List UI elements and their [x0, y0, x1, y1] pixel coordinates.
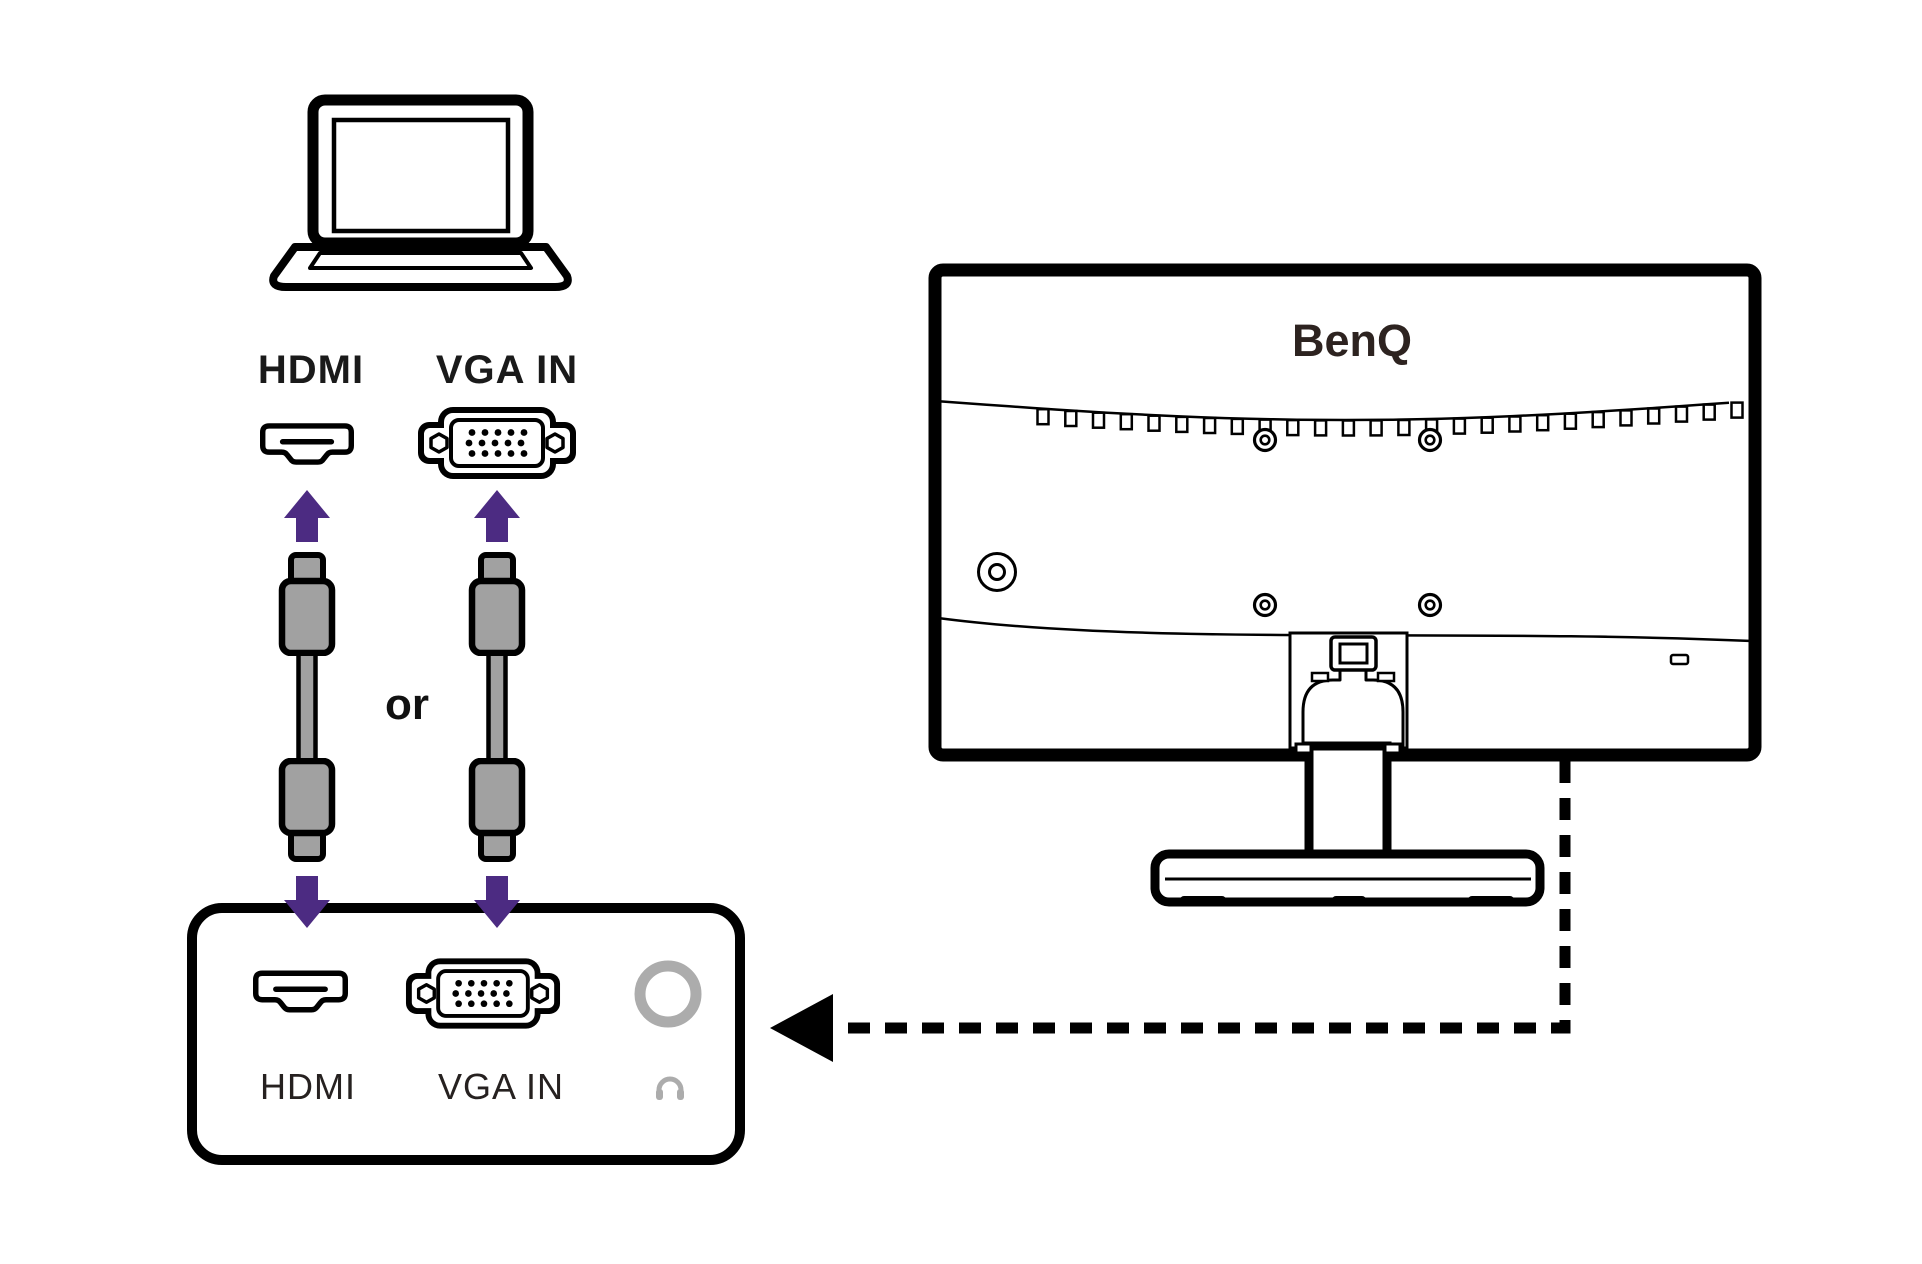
stand-icon: [1150, 741, 1545, 907]
source-vga-label: VGA IN: [436, 348, 578, 392]
arrow-up-icon: [474, 490, 520, 542]
stand-mount: [1288, 631, 1409, 750]
panel-vga-port-icon: [405, 957, 561, 1030]
vesa-screws: [1252, 427, 1443, 618]
port-panel: HDMI VGA IN: [187, 903, 745, 1165]
panel-hdmi-label: HDMI: [260, 1066, 356, 1107]
screw-icon: [1252, 592, 1278, 618]
headphone-jack-icon: [634, 960, 702, 1028]
source-hdmi-label: HDMI: [258, 348, 364, 392]
screw-icon: [1417, 427, 1443, 453]
vent-slots-icon: [1036, 401, 1744, 437]
kensington-slot-icon: [977, 552, 1017, 592]
panel-vga-label: VGA IN: [438, 1066, 564, 1107]
arrow-down-icon: [284, 876, 330, 928]
screw-icon: [1417, 592, 1443, 618]
hdmi-connector-icon: [263, 426, 352, 462]
brand-logo: BenQ: [1292, 315, 1412, 366]
hdmi-cable-icon: [282, 555, 332, 859]
dashed-callout-arrow-icon: [770, 648, 1571, 1062]
callout-arrowhead: [770, 994, 833, 1062]
laptop-icon: [269, 94, 572, 291]
vga-connector-icon: [417, 406, 577, 480]
arrow-down-icon: [474, 876, 520, 928]
vga-cable-icon: [472, 555, 522, 859]
monitor-rear: BenQ: [928, 263, 1762, 762]
underside-port-slot: [1669, 653, 1690, 666]
or-label: or: [385, 680, 429, 729]
screw-icon: [1252, 427, 1278, 453]
arrow-up-icon: [284, 490, 330, 542]
headphone-icon: [656, 1076, 684, 1100]
